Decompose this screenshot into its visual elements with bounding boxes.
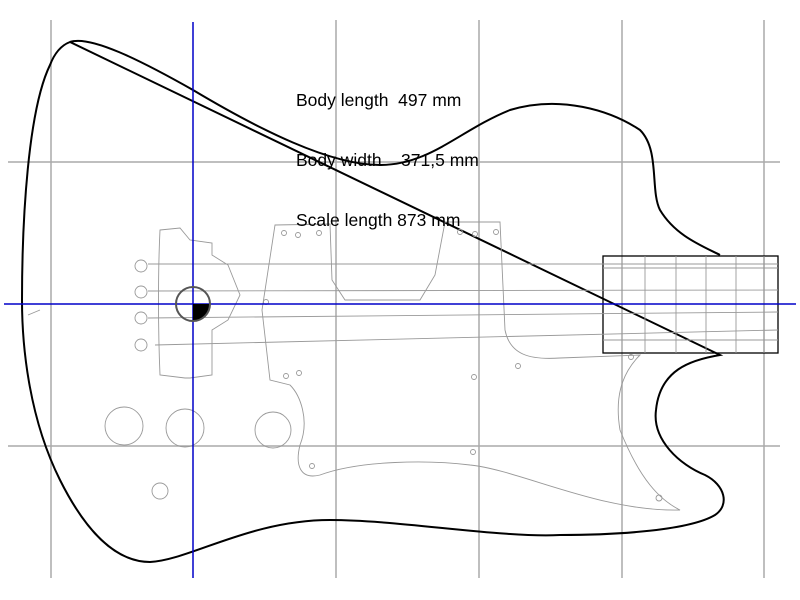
string-ferrule xyxy=(134,338,148,352)
string-line xyxy=(147,289,779,292)
control-knob xyxy=(104,406,144,446)
body-length-label: Body length 497 mm xyxy=(296,90,462,110)
body-width-label: Body width 371,5 mm xyxy=(296,150,479,170)
string-ferrule xyxy=(134,259,148,273)
string-line xyxy=(147,311,779,319)
control-knob xyxy=(165,408,205,448)
string-line xyxy=(154,329,779,346)
string-ferrule xyxy=(134,311,148,325)
origin-marker-icon xyxy=(175,286,211,322)
jack xyxy=(151,482,169,500)
specs-text: Body length 497 mm Body width 371,5 mm S… xyxy=(296,50,479,250)
bridge-outline xyxy=(158,227,241,379)
center-axes xyxy=(4,22,796,578)
pickguard-outline xyxy=(261,221,681,511)
control-knob xyxy=(254,411,292,449)
scale-length-label: Scale length 873 mm xyxy=(296,210,461,230)
string-ferrule xyxy=(134,285,148,299)
hardware-details xyxy=(27,221,779,511)
